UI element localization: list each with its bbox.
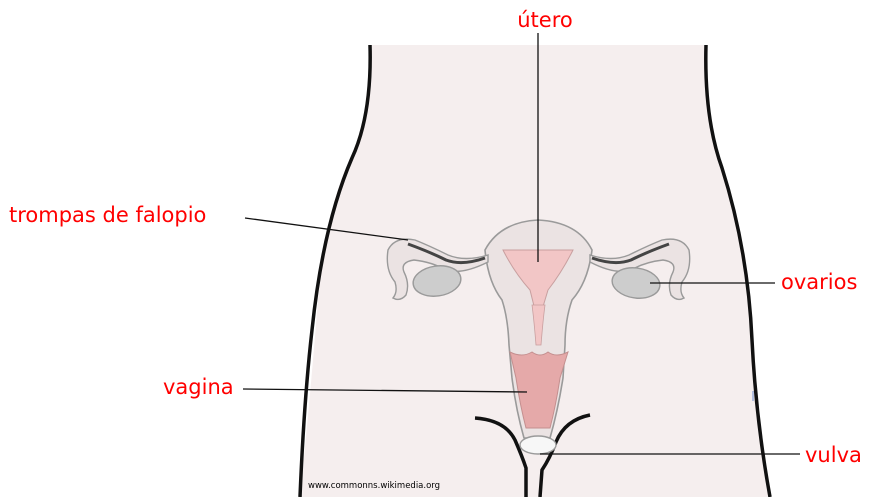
label-vagina: vagina bbox=[163, 375, 234, 399]
source-credit: www.commonns.wikimedia.org bbox=[308, 481, 440, 491]
label-uterus: útero bbox=[517, 8, 572, 32]
label-ovaries: ovarios bbox=[781, 270, 857, 294]
label-vulva: vulva bbox=[805, 443, 862, 467]
vulva bbox=[520, 436, 556, 454]
label-fallopian-tubes: trompas de falopio bbox=[9, 203, 206, 227]
